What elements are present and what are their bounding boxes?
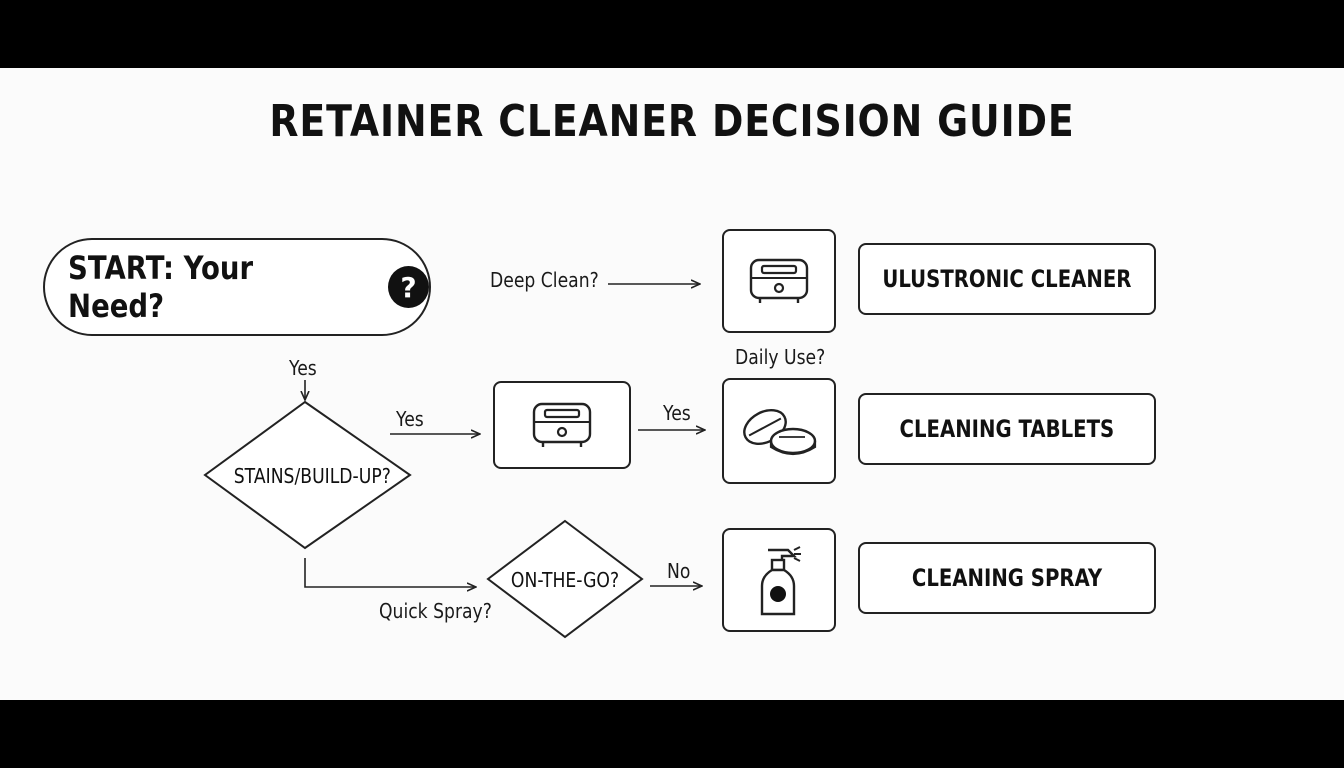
question-icon: ? — [388, 266, 429, 308]
result-icon-box-ultrasonic — [722, 229, 836, 333]
ultrasonic-cleaner-icon-box — [493, 381, 631, 469]
edge-label-deep-clean: Deep Clean? — [490, 268, 599, 292]
ultrasonic-cleaner-icon — [749, 258, 809, 303]
edge-label-yes-right: Yes — [396, 407, 424, 431]
diamond-stains-label: STAINS/BUILD-UP? — [233, 464, 391, 488]
result-label: CLEANING SPRAY — [911, 564, 1103, 592]
spray-bottle-icon — [760, 546, 801, 616]
start-node: START: Your Need? ? — [43, 238, 431, 336]
result-cleaning-spray: CLEANING SPRAY — [858, 542, 1156, 614]
edge-label-quick-spray: Quick Spray? — [379, 599, 492, 623]
cleaning-tablets-icon — [743, 409, 817, 456]
result-ultrasonic-cleaner: ULUSTRONIC CLEANER — [858, 243, 1156, 315]
result-icon-box-spray — [722, 528, 836, 632]
ultrasonic-cleaner-icon — [532, 402, 592, 447]
edge-label-no: No — [667, 559, 691, 583]
edge-label-daily-use: Daily Use? — [735, 345, 826, 369]
page-title: RETAINER CLEANER DECISION GUIDE — [269, 96, 1075, 147]
diamond-on-the-go-label: ON-THE-GO? — [510, 568, 620, 592]
result-cleaning-tablets: CLEANING TABLETS — [858, 393, 1156, 465]
result-icon-box-tablets — [722, 378, 836, 484]
result-label: ULUSTRONIC CLEANER — [882, 265, 1132, 293]
result-label: CLEANING TABLETS — [899, 415, 1115, 443]
start-label: START: Your Need? — [68, 249, 254, 325]
edge-label-yes-down: Yes — [289, 356, 317, 380]
edge-label-yes-tablets: Yes — [663, 401, 691, 425]
